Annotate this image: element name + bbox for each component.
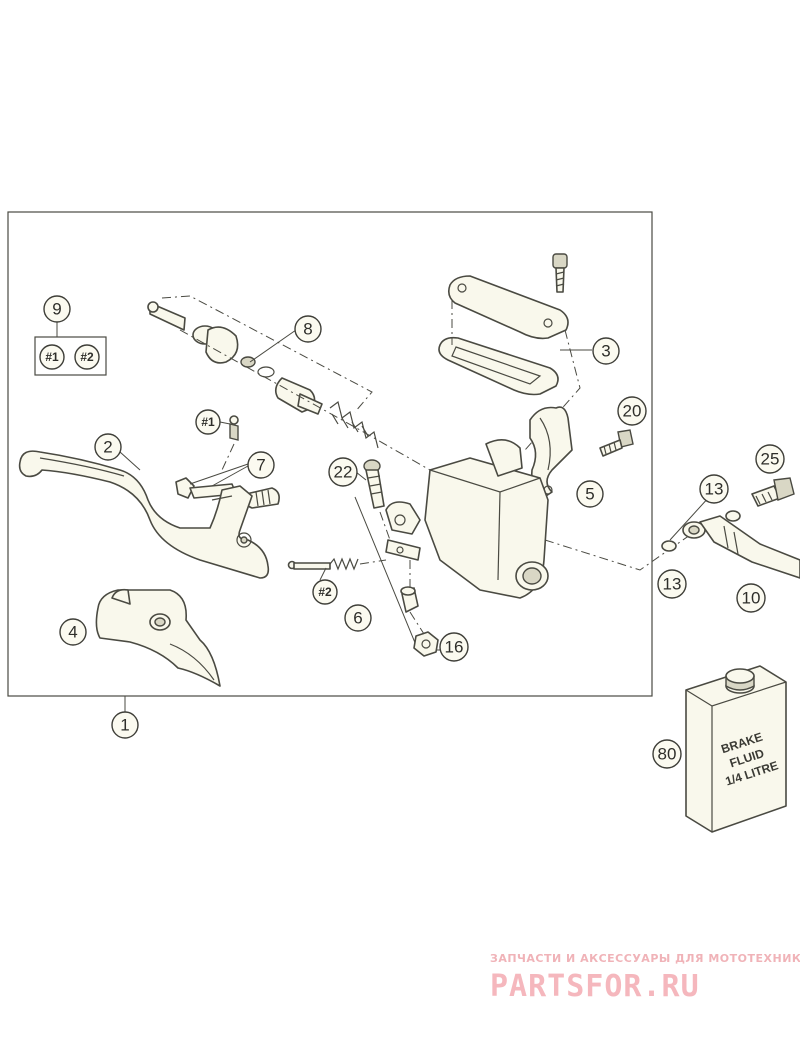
callout-hash1: #1 (195, 409, 221, 435)
guide-adjuster-7 (221, 443, 235, 471)
callout-8: 8 (294, 315, 322, 343)
watermark-logo: PARTSFOR.RU (490, 969, 700, 1004)
leader-h1 (219, 421, 231, 425)
brake-fluid-bottle (685, 665, 787, 833)
callout-13-a: 13 (699, 474, 729, 504)
leader-7 (189, 463, 249, 487)
callout-4: 4 (59, 618, 87, 646)
guide-adjuster (359, 559, 387, 565)
svg-text:20: 20 (623, 402, 642, 421)
svg-text:5: 5 (585, 485, 594, 504)
callout-hash1-kit: #1 (39, 344, 65, 370)
pivot-nut (413, 631, 439, 657)
adjuster-screw (287, 557, 359, 571)
svg-text:22: 22 (334, 463, 353, 482)
assembly-frame (7, 211, 653, 697)
pivot-bolt (363, 459, 385, 509)
piston-kit (147, 301, 323, 415)
leader-22 (355, 471, 367, 481)
svg-text:16: 16 (445, 638, 464, 657)
callout-6: 6 (344, 604, 372, 632)
svg-text:3: 3 (601, 342, 610, 361)
callout-20: 20 (617, 396, 647, 426)
leader-2 (119, 451, 141, 471)
kit-box (34, 336, 107, 376)
svg-text:10: 10 (742, 589, 761, 608)
svg-text:8: 8 (303, 320, 312, 339)
callout-5: 5 (576, 480, 604, 508)
watermark-tagline: ЗАПЧАСТИ И АКСЕССУАРЫ ДЛЯ МОТОТЕХНИКИ (490, 952, 800, 965)
master-cylinder-body (385, 439, 549, 599)
svg-text:7: 7 (256, 456, 265, 475)
callout-2: 2 (94, 433, 122, 461)
handlebar-clamp (529, 406, 573, 497)
svg-text:13: 13 (663, 575, 682, 594)
leader-h2 (319, 567, 327, 581)
reservoir-cover (438, 275, 569, 396)
callout-16: 16 (439, 632, 469, 662)
svg-text:1: 1 (120, 716, 129, 735)
bushing (400, 586, 419, 613)
leader-13 (669, 495, 711, 541)
brake-lever (18, 450, 270, 579)
brake-hose (661, 510, 800, 579)
callout-7: 7 (247, 451, 275, 479)
svg-text:4: 4 (68, 623, 77, 642)
svg-text:13: 13 (705, 480, 724, 499)
svg-text:6: 6 (353, 609, 362, 628)
svg-text:2: 2 (103, 438, 112, 457)
svg-text:#2: #2 (80, 350, 94, 364)
callout-25: 25 (755, 444, 785, 474)
clamp-bolt (599, 429, 634, 457)
cover-screw (552, 253, 568, 293)
callout-10: 10 (736, 583, 766, 613)
lever-guard (95, 588, 221, 687)
callout-hash2: #2 (312, 579, 338, 605)
callout-22: 22 (328, 457, 358, 487)
svg-text:9: 9 (52, 300, 61, 319)
guide-nut (409, 560, 425, 635)
svg-text:25: 25 (761, 450, 780, 469)
guide-piston-top (161, 295, 373, 413)
callout-13-b: 13 (657, 569, 687, 599)
guide-pivot (379, 511, 391, 541)
callout-80: 80 (652, 739, 682, 769)
callout-hash2-kit: #2 (74, 344, 100, 370)
callout-1: 1 (111, 711, 139, 739)
banjo-bolt (751, 477, 795, 507)
svg-text:#1: #1 (201, 415, 215, 429)
svg-text:#2: #2 (318, 585, 332, 599)
piston-spring (329, 400, 379, 449)
svg-text:#1: #1 (45, 350, 59, 364)
callout-9: 9 (43, 295, 71, 323)
svg-text:80: 80 (658, 745, 677, 764)
leader-8 (249, 329, 297, 363)
callout-3: 3 (592, 337, 620, 365)
